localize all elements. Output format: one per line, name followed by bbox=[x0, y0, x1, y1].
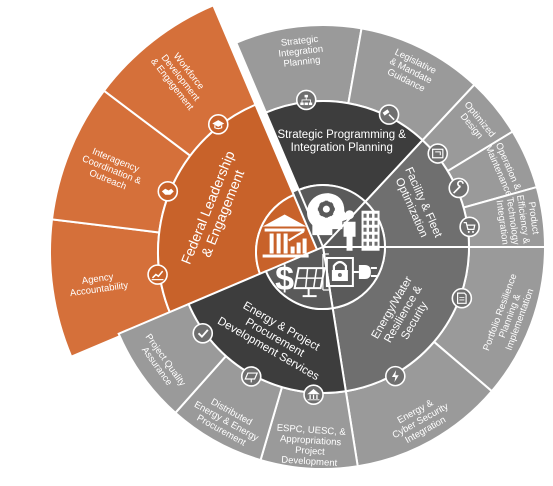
blueprint-icon-badge bbox=[427, 143, 449, 164]
org-chart-icon-badge bbox=[295, 89, 317, 111]
document-icon bbox=[457, 292, 467, 304]
handshake-icon-badge bbox=[157, 181, 179, 202]
outer-label-strategic-0-line: Strategic bbox=[280, 34, 319, 49]
cart-icon-badge bbox=[459, 216, 480, 238]
building-icon bbox=[307, 389, 320, 401]
outer-label-procurement-0: ESPC, UESC, &AppropriationsProjectDevelo… bbox=[274, 423, 346, 470]
segment-procurement: ESPC, UESC, &AppropriationsProjectDevelo… bbox=[117, 245, 359, 470]
building-chart-icon bbox=[262, 214, 309, 258]
person-building-icon bbox=[343, 210, 380, 251]
icon-circle bbox=[459, 216, 480, 238]
outer-label-federal-0-line: Agency bbox=[81, 271, 114, 286]
checkmark-icon-badge bbox=[192, 322, 214, 344]
icon-circle bbox=[240, 366, 262, 387]
lightning-icon bbox=[391, 370, 399, 383]
lightning-icon-badge bbox=[385, 365, 406, 387]
icon-circle bbox=[427, 143, 449, 164]
segment-resilience: Portfolio ResiliencePlanning &Implementa… bbox=[321, 246, 547, 468]
blueprint-icon bbox=[432, 148, 444, 159]
outer-label-strategic-0: StrategicIntegrationPlanning bbox=[277, 33, 325, 70]
head-gear-icon bbox=[307, 193, 349, 236]
ring-label-strategic: Strategic Programming &Integration Plann… bbox=[278, 129, 407, 154]
gavel-icon bbox=[382, 109, 395, 121]
outer-label-strategic-0-line: Planning bbox=[283, 55, 321, 70]
outer-label-procurement-0-line: Appropriations bbox=[280, 433, 342, 448]
solar-panel-icon bbox=[244, 372, 259, 383]
dollar-glyph: $ bbox=[275, 260, 294, 298]
icon-circle bbox=[451, 287, 473, 309]
chart-icon bbox=[151, 270, 164, 281]
wrench-icon-badge bbox=[448, 177, 470, 199]
cart-icon bbox=[463, 221, 476, 233]
building-icon-badge bbox=[303, 384, 324, 405]
icon-circle bbox=[192, 322, 214, 344]
handshake-icon bbox=[161, 188, 174, 195]
solar-panel-icon-badge bbox=[240, 366, 262, 387]
graduation-cap-icon-badge bbox=[207, 114, 229, 135]
chart-icon-badge bbox=[147, 264, 168, 285]
lock-plug-icon bbox=[322, 253, 377, 291]
icon-circle bbox=[147, 264, 168, 285]
outer-label-procurement-0-line: Project bbox=[295, 445, 326, 458]
outer-label-procurement-0-line: ESPC, UESC, & bbox=[276, 423, 346, 438]
outer-label-strategic-0-line: Integration bbox=[278, 44, 324, 60]
wrench-icon bbox=[453, 180, 464, 194]
dollar-solar-icon: $ bbox=[275, 260, 326, 298]
org-chart-icon bbox=[300, 94, 313, 106]
ring-label-strategic-line: Integration Planning bbox=[291, 142, 393, 154]
ring-label-strategic-line: Strategic Programming & bbox=[278, 129, 407, 141]
checkmark-icon bbox=[197, 329, 209, 339]
outer-label-facility-2-line: Product bbox=[526, 201, 541, 235]
gavel-icon-badge bbox=[378, 104, 400, 125]
outer-label-procurement-0-line: Development bbox=[281, 455, 338, 470]
document-icon-badge bbox=[451, 287, 473, 309]
